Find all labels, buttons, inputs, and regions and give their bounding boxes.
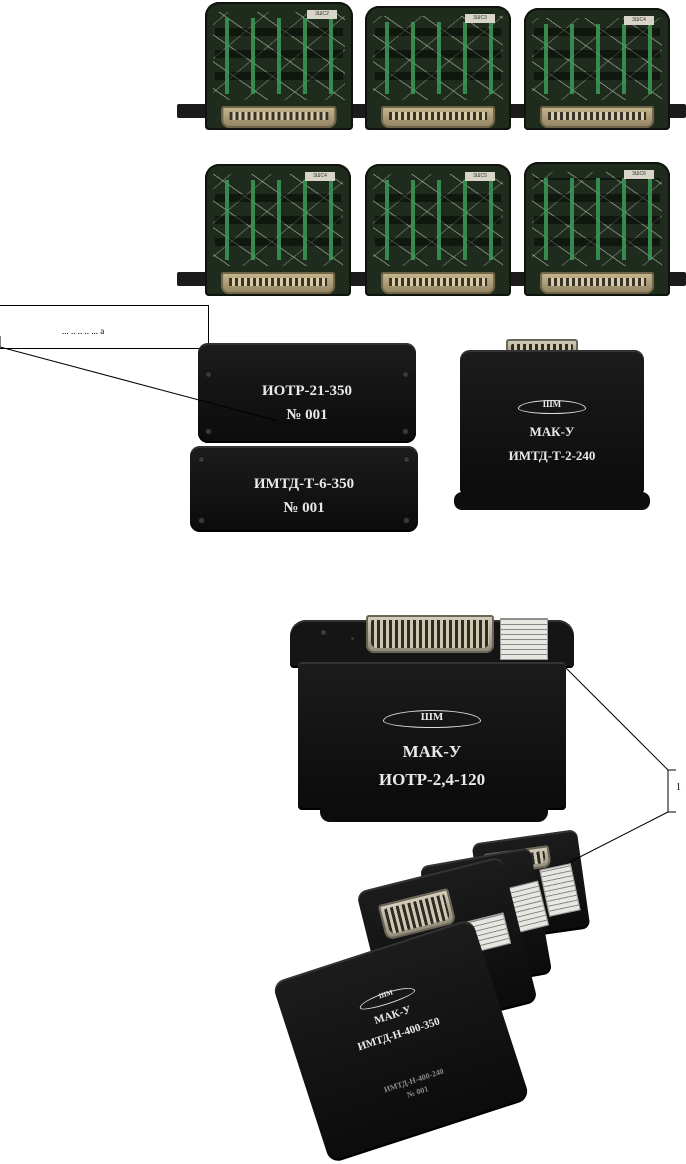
module-imtd-t-6-350: ИМТД-Т-6-350 № 001 (190, 446, 418, 532)
resistor-array (215, 18, 343, 94)
resistor-array (215, 180, 341, 260)
board-label: 3ШС2 (307, 10, 337, 19)
leader-line (565, 667, 669, 771)
module-model-label: ИОТР-21-350 (262, 383, 352, 399)
screw (198, 517, 205, 524)
callout-bracket (667, 769, 676, 813)
logo-text: ШМ (420, 711, 444, 723)
board-label: 3ШС6 (624, 170, 654, 179)
logo-icon (383, 710, 481, 728)
logo-icon (518, 400, 586, 414)
db25-connector (540, 106, 654, 128)
db25-connector (221, 272, 335, 294)
module-model-label: ИМТД-Т-6-350 (253, 476, 355, 492)
db25-connector (381, 106, 495, 128)
leader-line (569, 811, 669, 863)
module-mak-u-imtd-t-2-240: ШМ МАК-У ИМТД-Т-2-240 (460, 350, 644, 498)
db25-connector (221, 106, 337, 128)
warranty-sticker (500, 618, 548, 660)
module-model-label: ИМТД-Т-2-240 (508, 448, 596, 463)
screw (350, 636, 355, 641)
pcb-board: 3ШС3 (365, 6, 511, 130)
screw (402, 371, 409, 378)
board-label: 3ШС4 (305, 172, 335, 181)
resistor-array (375, 180, 501, 260)
pcb-board: 3ШС2 (205, 2, 353, 130)
board-label: 3ШС4 (624, 16, 654, 25)
screw (205, 428, 212, 435)
screw (403, 517, 410, 524)
module-serial-label: № 001 (286, 407, 328, 423)
resistor-array (375, 22, 501, 94)
screw (198, 456, 205, 463)
callout-text-right: 1 (676, 782, 681, 793)
screw (403, 456, 410, 463)
module-iotr-21-350: ИОТР-21-350 № 001 (198, 343, 416, 443)
module-mak-u-iotr-2-4-120: ШМ МАК-У ИОТР-2,4-120 (298, 662, 566, 810)
board-label: 3ШС5 (465, 172, 495, 181)
pcb-board: 3ШС4 (524, 8, 670, 130)
db25-connector (381, 272, 495, 294)
board-label: 3ШС3 (465, 14, 495, 23)
enclosure-base (320, 800, 548, 822)
module-brand-label: МАК-У (529, 424, 575, 439)
callout-text-top: ... .. .. .. ... а (62, 326, 105, 336)
screw (402, 428, 409, 435)
logo-text: ШМ (542, 399, 562, 409)
db25-connector (540, 272, 654, 294)
resistor-array (534, 178, 660, 260)
screw (205, 371, 212, 378)
leader-line (0, 346, 279, 422)
callout-box-top (0, 305, 209, 349)
module-brand-label: МАК-У (402, 742, 462, 761)
resistor-array (534, 24, 660, 94)
pcb-board: 3ШС5 (365, 164, 511, 296)
screw (320, 629, 327, 636)
module-serial-label: № 001 (283, 500, 325, 516)
pcb-board: 3ШС6 (524, 162, 670, 296)
db25-connector (366, 615, 494, 653)
pcb-board: 3ШС4 (205, 164, 351, 296)
module-model-label: ИОТР-2,4-120 (378, 770, 486, 789)
enclosure-base (454, 492, 650, 510)
